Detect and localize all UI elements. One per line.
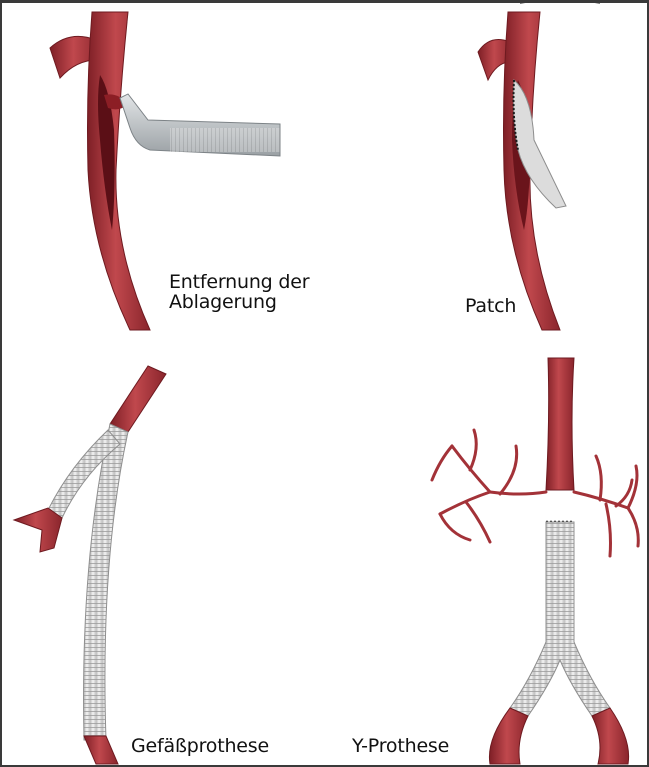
panel-bypass-graft — [14, 366, 166, 764]
vessel-stump — [110, 366, 166, 432]
label-y-graft: Y-Prothese — [352, 736, 449, 756]
renal-artery-right — [574, 456, 638, 556]
label-endarterectomy: Entfernung der Ablagerung — [169, 272, 309, 312]
panel-patch — [478, 12, 566, 330]
y-graft — [510, 522, 610, 716]
label-patch: Patch — [465, 296, 516, 316]
iliac-artery-left — [489, 708, 528, 764]
instrument-grip — [170, 128, 280, 152]
frame-corner-decoration — [520, 0, 600, 3]
label-bypass-graft: Gefäßprothese — [131, 736, 269, 756]
panel-y-graft — [432, 358, 638, 764]
iliac-artery-right — [592, 708, 629, 764]
vessel-branch — [14, 508, 62, 552]
renal-artery-left — [432, 430, 546, 542]
artery — [88, 12, 151, 330]
aorta — [546, 358, 574, 490]
vessel-end — [84, 736, 118, 764]
